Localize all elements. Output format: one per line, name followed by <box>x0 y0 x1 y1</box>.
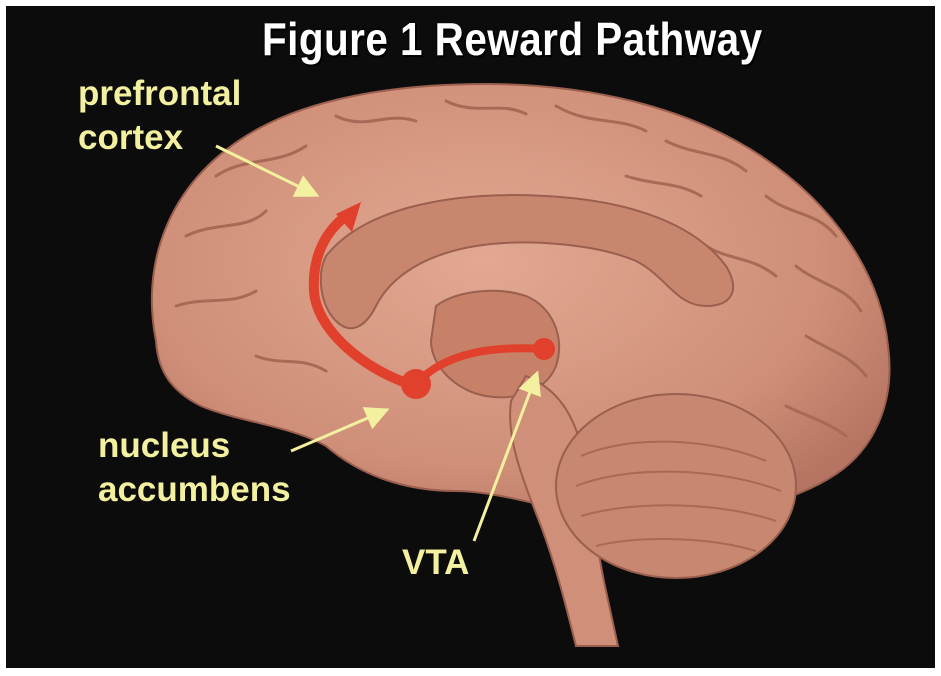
nucleus-label-line1: nucleus <box>98 424 291 468</box>
prefrontal-cortex-label: prefrontal cortex <box>78 72 241 160</box>
cerebellum <box>556 394 796 578</box>
figure-frame: Figure 1 Reward Pathway prefrontal corte… <box>6 6 935 668</box>
nucleus-accumbens-label: nucleus accumbens <box>98 424 291 512</box>
nucleus-accumbens-node <box>401 369 431 399</box>
prefrontal-label-line2: cortex <box>78 116 241 160</box>
figure-title: Figure 1 Reward Pathway <box>262 12 763 66</box>
prefrontal-label-line1: prefrontal <box>78 72 241 116</box>
vta-label: VTA <box>402 541 469 585</box>
nucleus-label-line2: accumbens <box>98 468 291 512</box>
vta-node <box>533 338 555 360</box>
